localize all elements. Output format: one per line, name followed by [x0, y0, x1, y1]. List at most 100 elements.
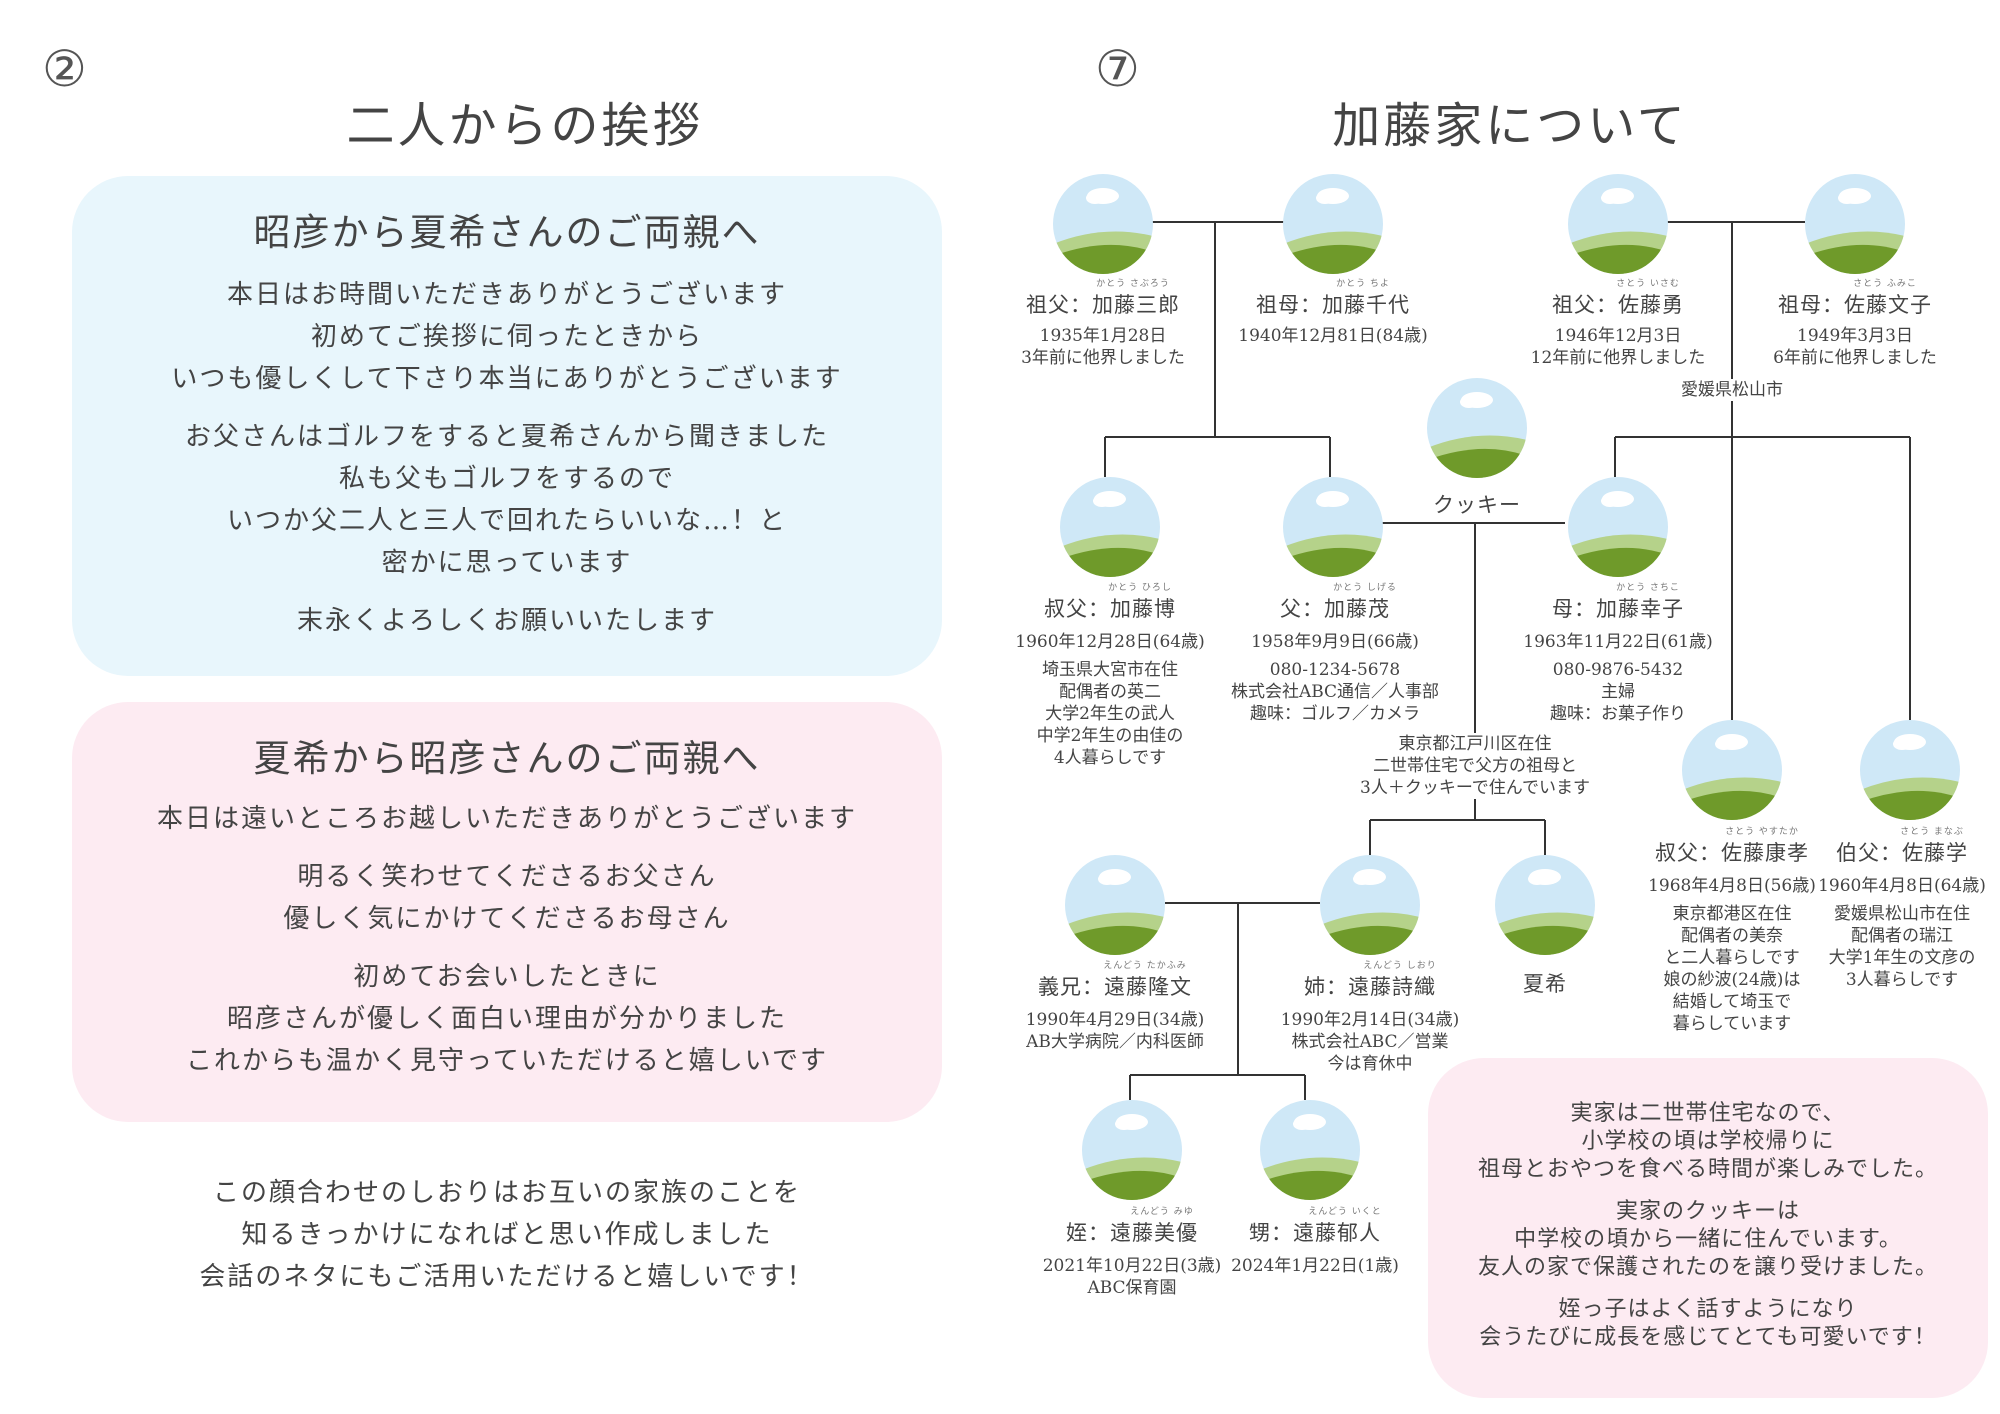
- footer-message: この顔合わせのしおりはお互いの家族のことを 知るきっかけになればと思い作成しまし…: [72, 1172, 942, 1298]
- name-ruby: さとう ふみこ: [1853, 279, 1917, 289]
- panel-title: 夏希から昭彦さんのご両親へ: [253, 737, 761, 780]
- text-line: お父さんはゴルフをすると夏希さんから聞きました: [184, 422, 829, 452]
- person-name: 祖父：佐藤勇: [1552, 293, 1684, 317]
- text-line: これからも温かく見守っていただけると嬉しいです: [186, 1046, 828, 1076]
- text-line: 明るく笑わせてくださるお父さん: [297, 862, 717, 892]
- person-sister: えんどう しおり 姉：遠藤詩織 1990年2月14日(34歳) 株式会社ABC／…: [1260, 958, 1480, 1075]
- person-name: 伯父：佐藤学: [1836, 841, 1968, 865]
- person-info: 080-9876-5432: [1552, 660, 1684, 680]
- panel-title: 昭彦から夏希さんのご両親へ: [253, 211, 761, 254]
- text-line: 本日はお時間いただきありがとうございます: [226, 280, 787, 310]
- person-info: 今は育休中: [1327, 1054, 1413, 1074]
- person-uncle-manabu: さとう まなぶ 伯父：佐藤学 1960年4月8日(64歳) 愛媛県松山市在住 配…: [1808, 824, 1996, 991]
- text-line: 末永くよろしくお願いいたします: [296, 606, 717, 636]
- person-name: 姉：遠藤詩織: [1304, 975, 1436, 999]
- person-info: 6年前に他界しました: [1773, 348, 1937, 368]
- avatar-uncle-hiroshi: [1060, 477, 1160, 577]
- avatar-grandfather-sato: [1568, 174, 1668, 274]
- person-grandmother-kato: かとう ちよ 祖母：加藤千代 1940年12月81日(84歳): [1228, 276, 1438, 347]
- note-line: 姪っ子はよく話すようになり: [1558, 1297, 1858, 1322]
- note-line: 祖母とおやつを食べる時間が楽しみでした。: [1477, 1157, 1938, 1182]
- person-info: 主婦: [1601, 682, 1635, 702]
- name-ruby: かとう ちよ: [1336, 279, 1390, 289]
- name-ruby: かとう さぶろう: [1096, 279, 1170, 289]
- person-info: 大学1年生の文彦の: [1828, 948, 1976, 968]
- natsuki-label: 夏希: [1523, 972, 1567, 996]
- person-info: 1940年12月81日(84歳): [1238, 326, 1428, 346]
- avatar-grandfather-kato: [1053, 174, 1153, 274]
- person-name: 祖母：佐藤文子: [1778, 293, 1932, 317]
- person-info: 愛媛県松山市在住: [1834, 904, 1970, 924]
- person-info: 暮らしています: [1672, 1014, 1792, 1034]
- person-info: 株式会社ABC通信／人事部: [1230, 682, 1440, 702]
- person-info: 1990年2月14日(34歳): [1280, 1010, 1460, 1030]
- avatar-mother: [1568, 477, 1668, 577]
- text-line: 密かに思っています: [381, 548, 633, 578]
- person-brother-in-law: えんどう たかふみ 義兄：遠藤隆文 1990年4月29日(34歳) AB大学病院…: [1005, 958, 1225, 1053]
- avatar-grandmother-kato: [1283, 174, 1383, 274]
- person-info: 1968年4月8日(56歳): [1648, 876, 1816, 896]
- person-name: 叔父：佐藤康孝: [1655, 841, 1809, 865]
- person-info: 趣味：お菓子作り: [1550, 704, 1686, 724]
- person-uncle-hiroshi: かとう ひろし 叔父：加藤博 1960年12月28日(64歳) 埼玉県大宮市在住…: [1000, 580, 1220, 769]
- avatar-cookie: [1427, 378, 1527, 478]
- avatar-nephew: [1260, 1100, 1360, 1200]
- name-ruby: えんどう たかふみ: [1103, 961, 1187, 971]
- note-line: 友人の家で保護されたのを譲り受けました。: [1477, 1255, 1938, 1280]
- left-page-title: 二人からの挨拶: [346, 98, 704, 154]
- person-name: 祖母：加藤千代: [1256, 293, 1410, 317]
- person-info: 2021年10月22日(3歳): [1042, 1256, 1222, 1276]
- name-ruby: えんどう しおり: [1363, 961, 1437, 971]
- text-line: 本日は遠いところお越しいただきありがとうございます: [156, 804, 857, 834]
- text-line: 初めてお会いしたときに: [353, 962, 661, 992]
- person-info: 東京都港区在住: [1672, 904, 1792, 924]
- panel-body: 本日は遠いところお越しいただきありがとうございます 明るく笑わせてくださるお父さ…: [72, 798, 942, 1082]
- note-line: 実家のクッキーは: [1615, 1199, 1800, 1224]
- person-father: かとう しげる 父：加藤茂 1958年9月9日(66歳) 080-1234-56…: [1215, 580, 1455, 725]
- person-info: 3人暮らしです: [1845, 970, 1959, 990]
- person-niece: えんどう みゆ 姪：遠藤美優 2021年10月22日(3歳) ABC保育園: [1027, 1204, 1237, 1299]
- avatar-brother-in-law: [1065, 855, 1165, 955]
- avatar-sister: [1320, 855, 1420, 955]
- person-grandfather-sato: さとう いさむ 祖父：佐藤勇 1946年12月3日 12年前に他界しました: [1508, 276, 1728, 369]
- person-info: 1960年12月28日(64歳): [1015, 632, 1205, 652]
- person-info: 080-1234-5678: [1269, 660, 1401, 680]
- person-info: 結婚して埼玉で: [1672, 992, 1792, 1012]
- person-info: 配偶者の瑞江: [1851, 926, 1953, 946]
- name-ruby: かとう しげる: [1333, 583, 1397, 593]
- avatar-grandmother-sato: [1805, 174, 1905, 274]
- text-line: 初めてご挨拶に伺ったときから: [310, 322, 703, 352]
- person-info: 大学2年生の武人: [1045, 704, 1175, 724]
- person-info: 株式会社ABC／営業: [1291, 1032, 1449, 1052]
- person-info: 1990年4月29日(34歳): [1025, 1010, 1205, 1030]
- page-number-left: ②: [42, 40, 87, 98]
- name-ruby: さとう まなぶ: [1900, 827, 1964, 837]
- person-grandmother-sato: さとう ふみこ 祖母：佐藤文子 1949年3月3日 6年前に他界しました: [1750, 276, 1960, 369]
- person-info: 中学2年生の由佳の: [1036, 726, 1184, 746]
- text-line: 優しく気にかけてくださるお母さん: [283, 904, 731, 934]
- person-info: 配偶者の美奈: [1681, 926, 1783, 946]
- person-info: AB大学病院／内科医師: [1026, 1032, 1204, 1052]
- person-name: 父：加藤茂: [1280, 597, 1390, 621]
- note-line: 会うたびに成長を感じてとても可愛いです！: [1479, 1325, 1937, 1350]
- panel-body: 本日はお時間いただきありがとうございます 初めてご挨拶に伺ったときから いつも優…: [72, 274, 942, 642]
- text-line: 私も父もゴルフをするので: [338, 464, 675, 494]
- person-info: と二人暮らしです: [1664, 948, 1800, 968]
- cookie-label: クッキー: [1433, 493, 1521, 517]
- text-line: 会話のネタにもご活用いただけると嬉しいです！: [199, 1262, 815, 1292]
- household-line: 3人＋クッキーで住んでいます: [1360, 778, 1590, 798]
- avatar-niece: [1082, 1100, 1182, 1200]
- avatar-father: [1283, 477, 1383, 577]
- person-name: 叔父：加藤博: [1044, 597, 1176, 621]
- note-body: 実家は二世帯住宅なので、 小学校の頃は学校帰りに 祖母とおやつを食べる時間が楽し…: [1428, 1100, 1988, 1352]
- person-info: 1958年9月9日(66歳): [1251, 632, 1419, 652]
- person-info: 4人暮らしです: [1053, 748, 1167, 768]
- name-ruby: えんどう みゆ: [1130, 1207, 1194, 1217]
- person-name: 甥：遠藤郁人: [1249, 1221, 1381, 1245]
- person-info: 1946年12月3日: [1554, 326, 1682, 346]
- person-info: 1960年4月8日(64歳): [1818, 876, 1986, 896]
- note-line: 中学校の頃から一緒に住んでいます。: [1514, 1227, 1902, 1252]
- right-page-title: 加藤家について: [1332, 98, 1688, 154]
- sato-location: 愛媛県松山市: [1652, 379, 1812, 401]
